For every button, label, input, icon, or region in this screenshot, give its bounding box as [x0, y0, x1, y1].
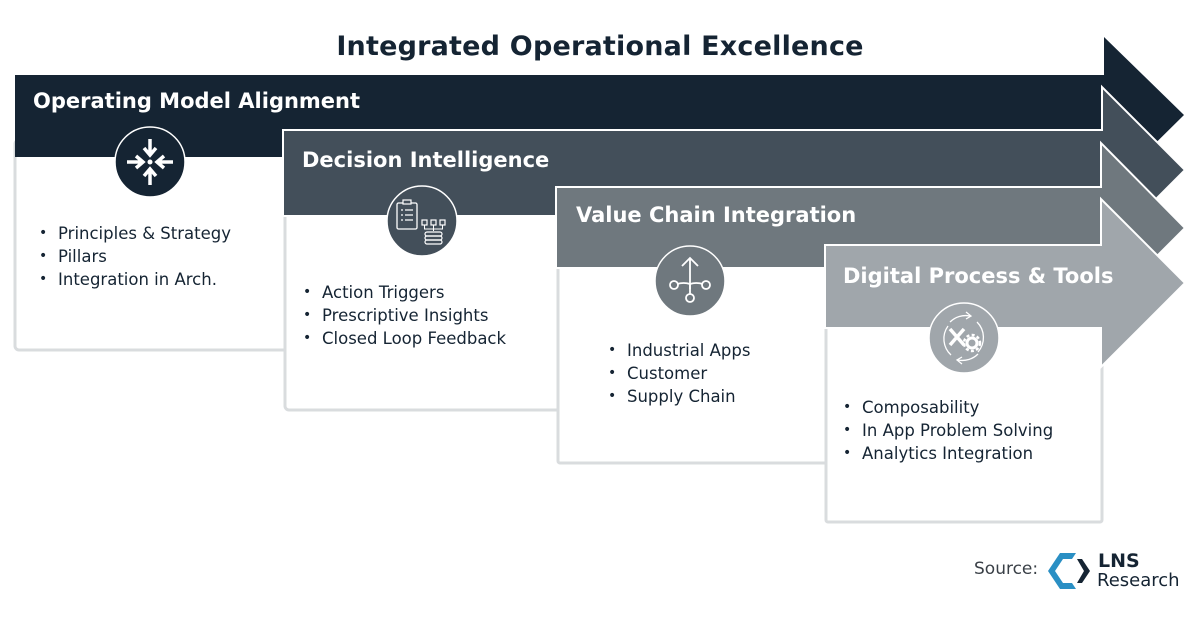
stage-3-title: Value Chain Integration: [576, 203, 857, 227]
source-label: Source:: [974, 559, 1039, 579]
page-title: Integrated Operational Excellence: [336, 31, 864, 62]
tools-cycle-icon: [928, 302, 1000, 374]
list-item: Customer: [608, 362, 750, 385]
stage-1-list: Principles & Strategy Pillars Integratio…: [39, 222, 231, 291]
list-item: Integration in Arch.: [39, 268, 231, 291]
stage-2-title: Decision Intelligence: [302, 148, 550, 172]
list-item: Action Triggers: [303, 281, 506, 304]
list-item: Pillars: [39, 245, 231, 268]
stage-2-list: Action Triggers Prescriptive Insights Cl…: [303, 281, 506, 350]
stage-1-title: Operating Model Alignment: [33, 89, 361, 113]
stage-4-arrow: [824, 196, 1187, 524]
list-item: Analytics Integration: [843, 442, 1053, 465]
list-item: Closed Loop Feedback: [303, 327, 506, 350]
list-item: In App Problem Solving: [843, 419, 1053, 442]
logo-wordmark-lns: LNS: [1098, 550, 1140, 572]
list-item: Prescriptive Insights: [303, 304, 506, 327]
clipboard-database-icon: [386, 185, 458, 257]
list-item: Supply Chain: [608, 385, 750, 408]
list-item: Industrial Apps: [608, 339, 750, 362]
list-item: Composability: [843, 396, 1053, 419]
stage-4-list: Composability In App Problem Solving Ana…: [843, 396, 1053, 465]
branching-arrow-icon: [654, 245, 726, 317]
list-item: Principles & Strategy: [39, 222, 231, 245]
lns-logo-icon: [1048, 553, 1090, 589]
stage-4-title: Digital Process & Tools: [843, 264, 1114, 288]
stage-3-list: Industrial Apps Customer Supply Chain: [608, 339, 750, 408]
logo-wordmark-research: Research: [1097, 570, 1180, 591]
converging-arrows-icon: [114, 126, 186, 198]
